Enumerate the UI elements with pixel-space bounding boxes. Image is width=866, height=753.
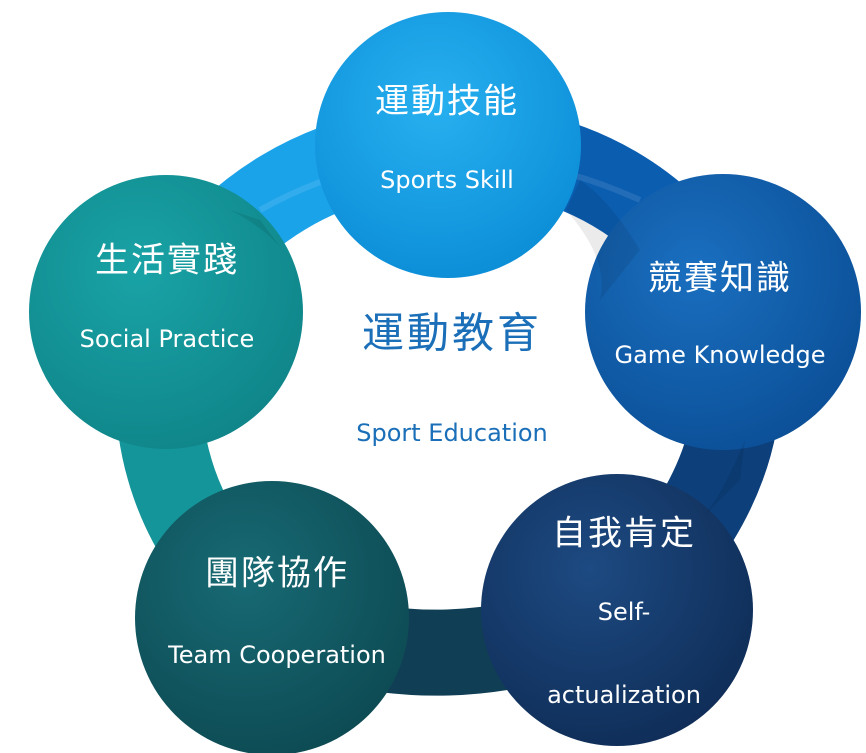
node-team-cooperation-en: Team Cooperation bbox=[168, 641, 386, 669]
node-self-actualization-en-line1: Self- bbox=[597, 598, 651, 626]
node-sports-skill-en: Sports Skill bbox=[380, 166, 514, 194]
center-title-zh: 運動教育 bbox=[361, 308, 543, 358]
node-social-practice-circle bbox=[29, 175, 303, 449]
node-sports-skill-circle bbox=[315, 12, 581, 278]
overlap-shading bbox=[230, 180, 745, 520]
node-social-practice-en: Social Practice bbox=[79, 325, 255, 353]
center-title-en: Sport Education bbox=[356, 419, 548, 447]
node-self-actualization-circle bbox=[481, 474, 753, 746]
node-game-knowledge-zh: 競賽知識 bbox=[648, 258, 792, 299]
node-game-knowledge-en: Game Knowledge bbox=[614, 341, 826, 369]
node-team-cooperation-circle bbox=[135, 481, 409, 753]
node-self-actualization-en-line2: actualization bbox=[547, 681, 701, 709]
node-game-knowledge-circle bbox=[585, 174, 861, 450]
node-team-cooperation-zh: 團隊協作 bbox=[205, 553, 349, 594]
node-self-actualization-zh: 自我肯定 bbox=[552, 513, 696, 554]
node-social-practice-zh: 生活實踐 bbox=[95, 240, 239, 281]
node-sports-skill-zh: 運動技能 bbox=[375, 81, 519, 122]
